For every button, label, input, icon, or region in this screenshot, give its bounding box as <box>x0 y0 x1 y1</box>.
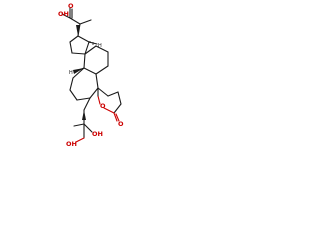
bond <box>103 107 115 114</box>
bond <box>84 41 90 55</box>
bond <box>69 17 81 25</box>
hydroxymethyl-label: OH <box>66 140 77 148</box>
bond <box>117 91 122 105</box>
ring-d <box>69 35 98 55</box>
bond <box>69 41 73 54</box>
bond <box>83 123 93 133</box>
lactone-carbonyl-label: O <box>118 120 124 128</box>
bond <box>72 67 85 79</box>
bond <box>75 137 85 143</box>
acid-hydroxyl-label: OH <box>58 10 69 18</box>
bond <box>79 19 92 25</box>
side-hydroxyl-label: OH <box>92 130 103 138</box>
stereo-wedge <box>82 110 86 120</box>
stereo-h-labels: H H <box>69 43 102 76</box>
bond <box>113 103 122 114</box>
stereo-h-label: H <box>98 43 102 49</box>
bond <box>69 89 78 101</box>
ring-c <box>73 45 109 75</box>
bond <box>69 35 79 43</box>
bond <box>61 13 71 19</box>
bond <box>71 52 86 55</box>
bond <box>107 91 119 97</box>
stereo-wedge <box>73 68 84 74</box>
bond <box>89 87 99 99</box>
bond <box>84 45 97 55</box>
bond <box>83 97 91 111</box>
bond <box>95 45 109 53</box>
diol-side-chain <box>73 97 93 143</box>
bond <box>73 123 85 127</box>
carboxylic-acid-group <box>61 7 92 37</box>
bond <box>97 87 109 97</box>
bond <box>69 77 74 91</box>
ring-oxygen-label: O <box>100 102 106 110</box>
bond <box>95 73 99 89</box>
stereo-wedge <box>76 25 80 36</box>
bond <box>76 97 91 101</box>
stereo-h-label: H <box>69 70 73 76</box>
bond <box>77 35 90 43</box>
molecule-drawing: OH O O O OH OH H H <box>58 2 124 148</box>
bond <box>83 67 97 75</box>
bond <box>115 113 120 122</box>
structure-canvas: OH O O O OH OH H H <box>0 0 150 150</box>
bond <box>97 95 101 105</box>
lactone-ring <box>97 87 122 122</box>
bond <box>95 65 109 75</box>
bond <box>83 53 86 69</box>
acid-carbonyl-label: O <box>68 2 74 10</box>
bond <box>113 112 118 122</box>
atom-labels: OH O O O OH OH <box>58 2 124 148</box>
ring-b <box>69 67 99 101</box>
